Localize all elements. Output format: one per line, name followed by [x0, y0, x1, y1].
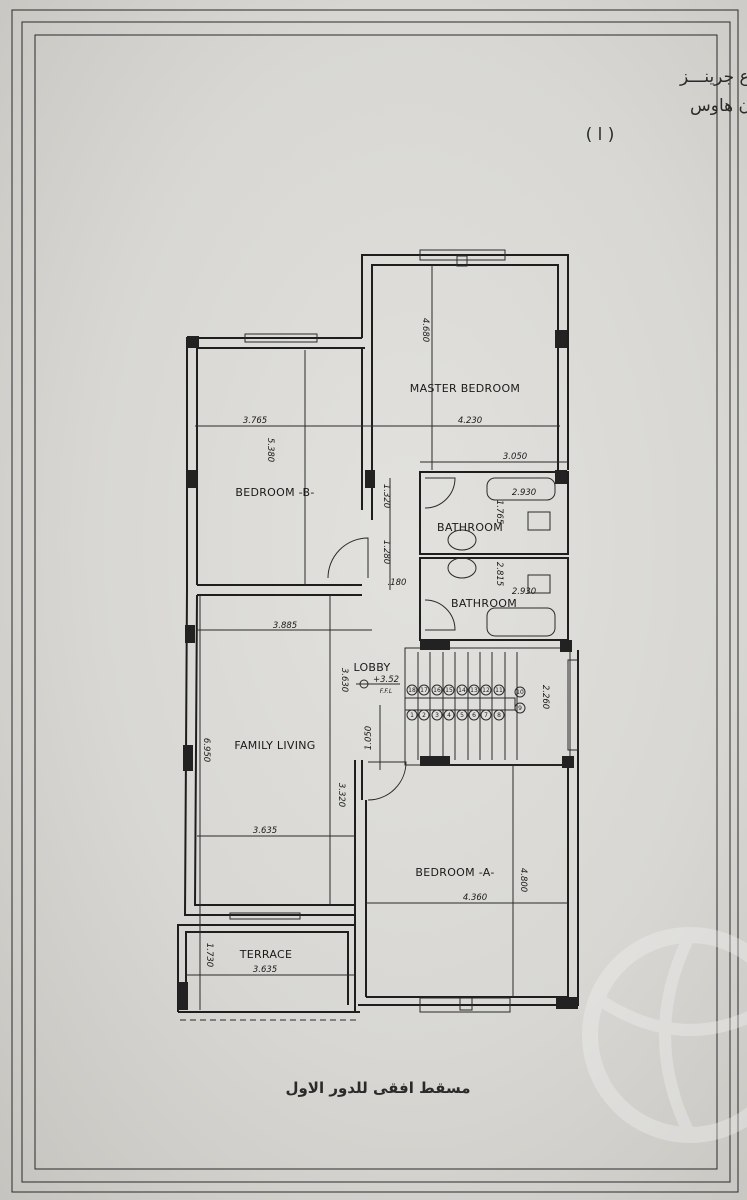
- svg-text:3.630: 3.630: [339, 668, 349, 692]
- svg-text:3: 3: [435, 712, 439, 719]
- room-label-family-living: FAMILY LIVING: [234, 739, 315, 752]
- svg-text:1.730: 1.730: [204, 943, 214, 967]
- room-label-terrace: TERRACE: [239, 948, 293, 961]
- step-upper: 10: [514, 686, 526, 698]
- step-lower: 6: [468, 709, 480, 721]
- svg-text:1.320: 1.320: [381, 484, 391, 508]
- step-lower: 5: [456, 709, 468, 721]
- svg-text:5.380: 5.380: [265, 438, 275, 462]
- svg-text:3.765: 3.765: [243, 416, 267, 426]
- step-lower: 4: [443, 709, 455, 721]
- step-upper: 16: [431, 684, 443, 696]
- svg-text:3.050: 3.050: [503, 452, 527, 462]
- stair-treads: [417, 652, 518, 760]
- svg-text:2.815: 2.815: [494, 562, 504, 586]
- step-lower: 7: [480, 709, 492, 721]
- level-marker: +3.52 F.F.L: [356, 675, 400, 695]
- svg-text:2: 2: [422, 712, 426, 719]
- svg-text:1: 1: [410, 712, 414, 719]
- svg-text:6.950: 6.950: [201, 738, 211, 762]
- svg-text:F.F.L: F.F.L: [380, 688, 393, 695]
- svg-text:17: 17: [420, 687, 428, 694]
- svg-text:12: 12: [482, 687, 490, 694]
- step-lower: 1: [406, 709, 418, 721]
- svg-text:16: 16: [433, 687, 441, 694]
- step-upper: 12: [480, 684, 492, 696]
- svg-text:18: 18: [408, 687, 416, 694]
- svg-text:4: 4: [447, 712, 451, 719]
- room-label-bedroom-b: BEDROOM -B-: [235, 486, 314, 499]
- step-lower: 9: [514, 702, 526, 714]
- svg-text:15: 15: [445, 687, 453, 694]
- room-label-bedroom-a: BEDROOM -A-: [415, 866, 494, 879]
- project-subtitle: فيلات التاون هاوس: [690, 96, 747, 116]
- svg-text:1.050: 1.050: [364, 726, 374, 750]
- step-lower: 3: [431, 709, 443, 721]
- svg-text:3.635: 3.635: [253, 826, 277, 836]
- svg-text:8: 8: [497, 712, 501, 719]
- walls: [177, 249, 579, 1021]
- project-number: ( ا ): [586, 125, 615, 145]
- svg-text:+3.52: +3.52: [373, 675, 399, 685]
- svg-text:13: 13: [470, 687, 478, 694]
- svg-text:2.930: 2.930: [512, 587, 536, 597]
- svg-text:3.635: 3.635: [253, 965, 277, 975]
- svg-text:7: 7: [484, 712, 488, 719]
- svg-text:4.360: 4.360: [463, 893, 487, 903]
- step-upper: 15: [443, 684, 455, 696]
- room-label-lobby: LOBBY: [353, 661, 390, 674]
- step-upper: 13: [468, 684, 480, 696]
- svg-text:14: 14: [458, 687, 466, 694]
- svg-text:4.230: 4.230: [458, 416, 482, 426]
- step-lower: 2: [418, 709, 430, 721]
- stair-step-numbers: 18 17 16 15 14 13 12 11 10 1 2 3 4 5 6 7…: [406, 684, 526, 721]
- dimension-labels: 3.765 4.230 5.380 4.680 3.050 2.930 1.76…: [201, 318, 550, 975]
- globe-watermark-icon: [582, 927, 747, 1143]
- svg-text:2.930: 2.930: [512, 488, 536, 498]
- svg-text:10: 10: [516, 689, 524, 696]
- room-label-bathroom-2: BATHROOM: [451, 597, 517, 610]
- step-upper: 18: [406, 684, 418, 696]
- svg-text:1.280: 1.280: [381, 540, 391, 564]
- svg-text:1.765: 1.765: [494, 500, 504, 524]
- svg-text:.180: .180: [388, 578, 407, 588]
- svg-text:11: 11: [495, 687, 503, 694]
- svg-text:4.800: 4.800: [518, 868, 528, 892]
- step-lower: 8: [493, 709, 505, 721]
- svg-text:9: 9: [518, 705, 522, 712]
- project-title: مشروع جرينـــز: [679, 67, 747, 87]
- step-upper: 17: [418, 684, 430, 696]
- plan-caption: مسقط افقى للدور الاول: [285, 1079, 470, 1097]
- svg-text:3.320: 3.320: [336, 783, 346, 807]
- step-upper: 11: [493, 684, 505, 696]
- sheet-frame: [11, 9, 739, 1193]
- svg-text:5: 5: [460, 712, 464, 719]
- svg-text:6: 6: [472, 712, 476, 719]
- dimension-lines: [186, 265, 568, 1010]
- svg-text:2.260: 2.260: [540, 685, 550, 709]
- step-upper: 14: [456, 684, 468, 696]
- svg-text:3.885: 3.885: [273, 621, 297, 631]
- svg-text:4.680: 4.680: [420, 318, 430, 342]
- room-label-bathroom-1: BATHROOM: [437, 521, 503, 534]
- room-label-master-bedroom: MASTER BEDROOM: [410, 382, 520, 395]
